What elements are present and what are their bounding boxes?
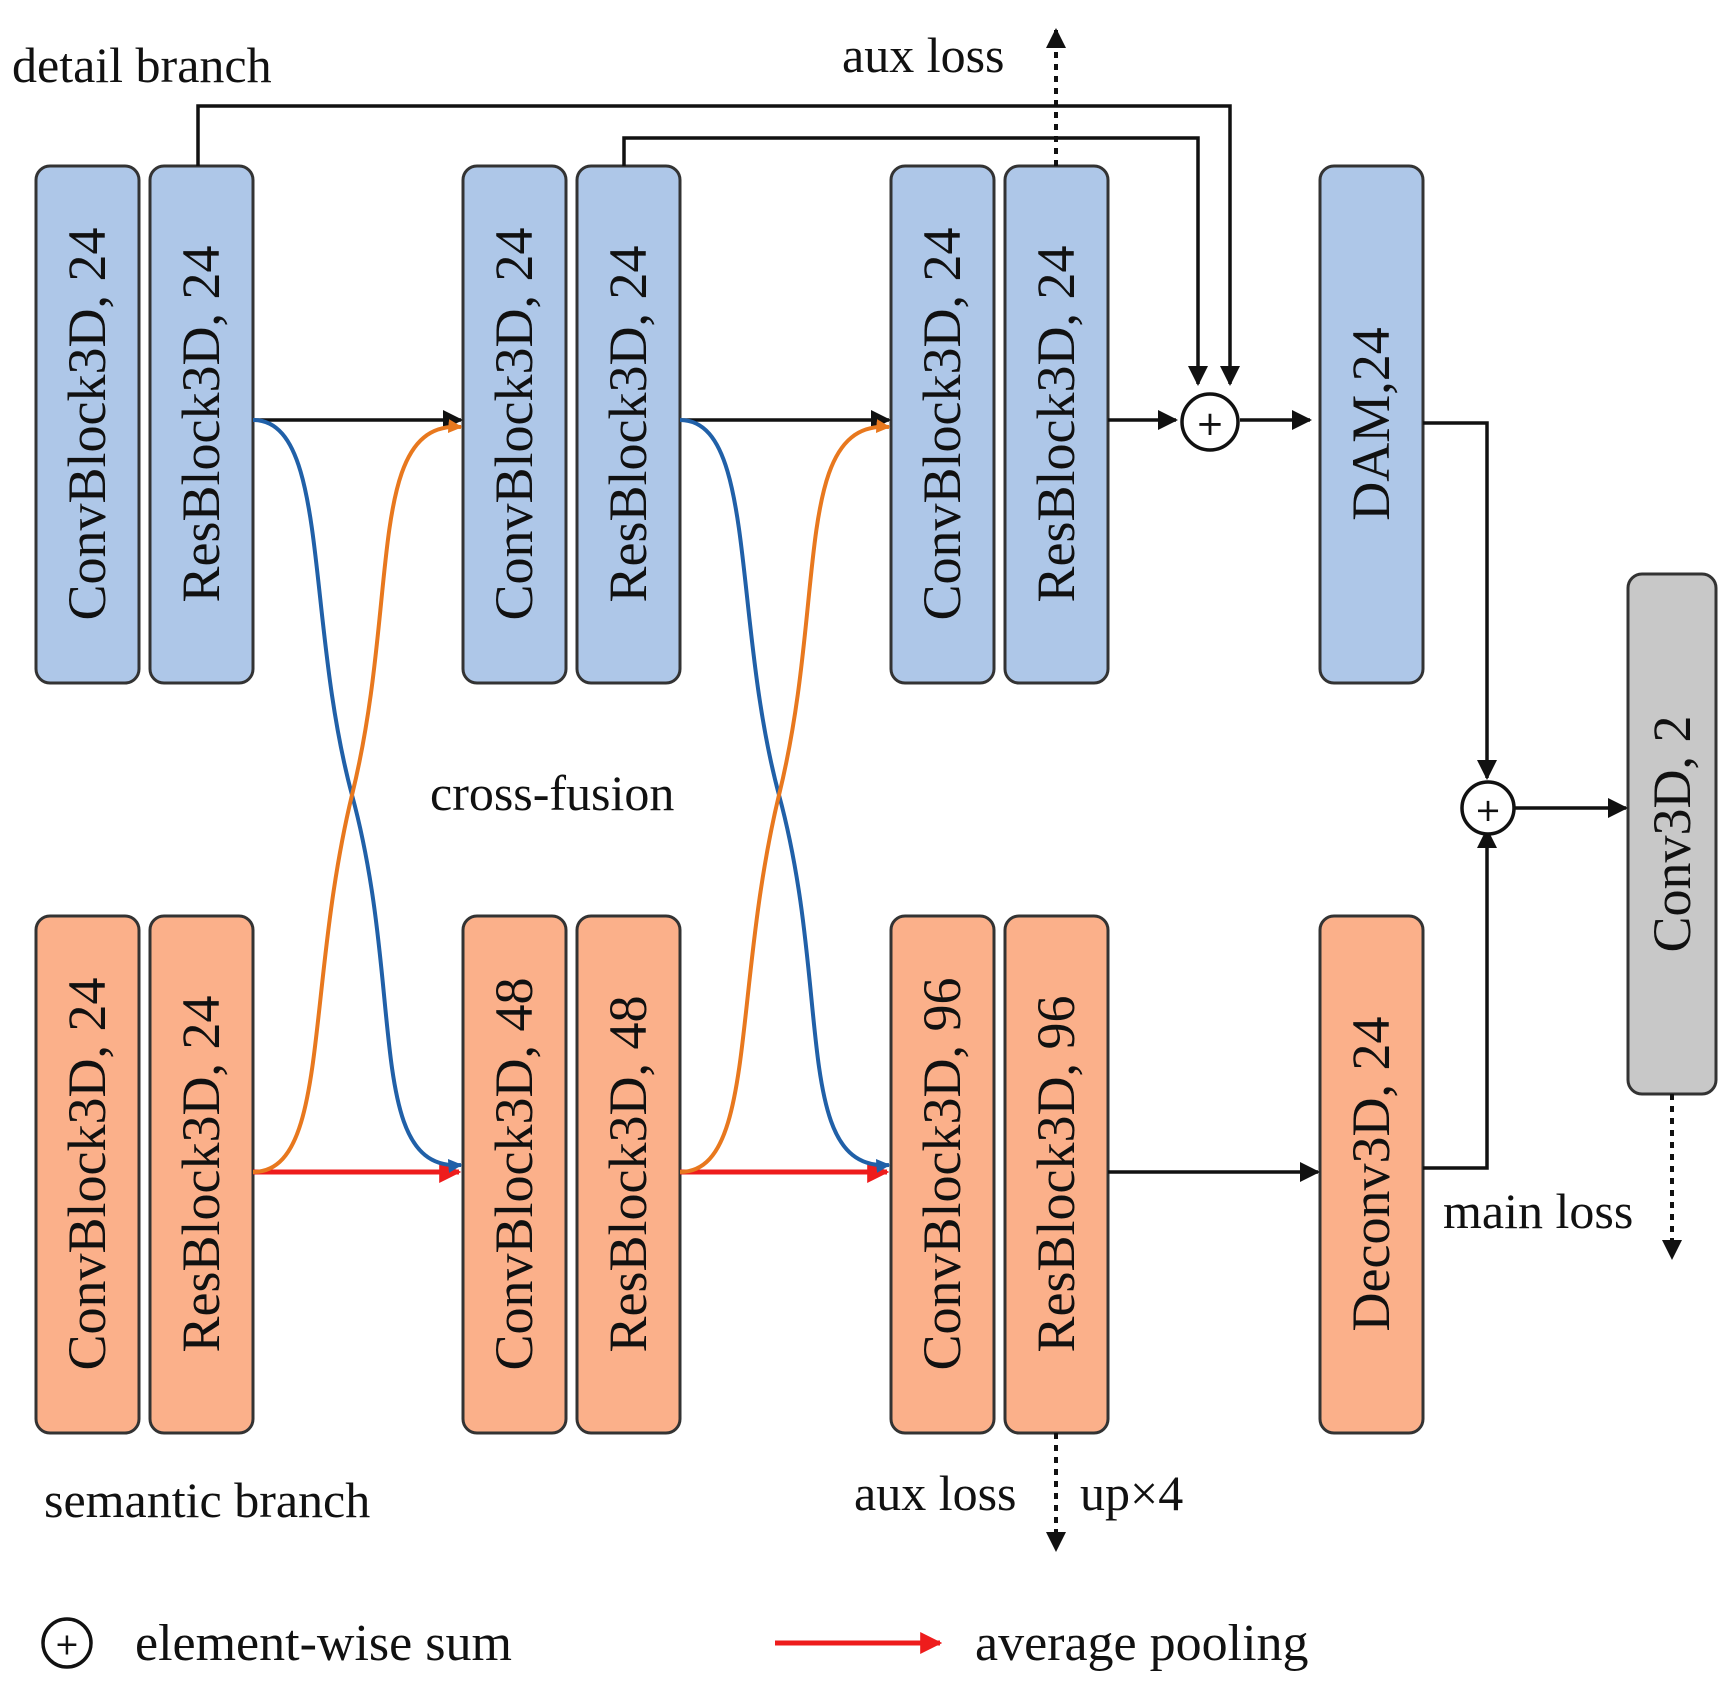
sum-bottom: + [1460, 780, 1516, 836]
deconv-to-sum [1423, 828, 1497, 1170]
detail-block-bg [461, 164, 568, 685]
semantic-block-6-label: ResBlock3D, 96 [1026, 996, 1086, 1353]
semantic-block-4-label: ResBlock3D, 48 [598, 996, 658, 1353]
detail-branch-label: detail branch [12, 37, 272, 93]
semantic-block-3-label: ConvBlock3D, 48 [484, 977, 544, 1370]
cross-fusion-curves [252, 418, 891, 1174]
sum-bottom-symbol: + [1475, 791, 1502, 829]
detail-block-bg [148, 164, 255, 685]
aux-loss-bottom-label: aux loss [854, 1465, 1017, 1521]
deconv-block-bg [1318, 914, 1425, 1435]
semantic-block-5-label: ConvBlock3D, 96 [912, 977, 972, 1370]
up-x4-label: up×4 [1080, 1465, 1183, 1521]
legend-pooling-label: average pooling [975, 1615, 1309, 1672]
cross-orange-2 [679, 419, 891, 1174]
circled-plus-icon [41, 1617, 93, 1669]
semantic-block-bg [461, 914, 568, 1435]
skip-connection-inner [622, 136, 1208, 386]
detail-block-6-label: ResBlock3D, 24 [1026, 246, 1086, 603]
semantic-block-bg [889, 914, 996, 1435]
cross-fusion-label: cross-fusion [430, 765, 674, 821]
detail-block-2-label: ResBlock3D, 24 [171, 246, 231, 603]
dam-to-sum [1423, 421, 1497, 780]
detail-block-3-label: ConvBlock3D, 24 [484, 227, 544, 620]
dam-block-label: DAM,24 [1341, 327, 1401, 521]
deconv-block-label: Deconv3D, 24 [1341, 1017, 1401, 1332]
skip-connection-outer [196, 104, 1240, 386]
semantic-branch-label: semantic branch [44, 1472, 370, 1528]
cross-blue-2 [679, 418, 891, 1173]
detail-branch: ConvBlock3D, 24 ResBlock3D, 24 ConvBlock… [34, 164, 1425, 685]
legend-sum-label: element-wise sum [135, 1615, 512, 1672]
semantic-branch: ConvBlock3D, 24 ResBlock3D, 24 ConvBlock… [34, 914, 1425, 1435]
semantic-block-2-label: ResBlock3D, 24 [171, 996, 231, 1353]
cross-orange-1 [252, 419, 463, 1174]
circled-plus-icon [1460, 780, 1516, 836]
legend: + element-wise sum average pooling [41, 1615, 1309, 1672]
detail-block-bg [575, 164, 682, 685]
detail-block-1-label: ConvBlock3D, 24 [57, 227, 117, 620]
main-loss-label: main loss [1443, 1183, 1633, 1239]
detail-block-bg [889, 164, 996, 685]
circled-plus-icon [1180, 392, 1240, 452]
detail-connections [196, 104, 1628, 1182]
detail-block-5-label: ConvBlock3D, 24 [912, 227, 972, 620]
detail-block-bg [34, 164, 141, 685]
sum-top-symbol: + [1196, 404, 1225, 444]
loss-arrows [1046, 28, 1682, 1552]
detail-block-4-label: ResBlock3D, 24 [598, 246, 658, 603]
output-block-label: Conv3D, 2 [1642, 715, 1702, 952]
semantic-block-bg [34, 914, 141, 1435]
legend-sum-symbol: + [54, 1628, 79, 1663]
aux-loss-top-label: aux loss [842, 27, 1005, 83]
semantic-block-1-label: ConvBlock3D, 24 [57, 977, 117, 1370]
sum-top: + [1180, 392, 1240, 452]
